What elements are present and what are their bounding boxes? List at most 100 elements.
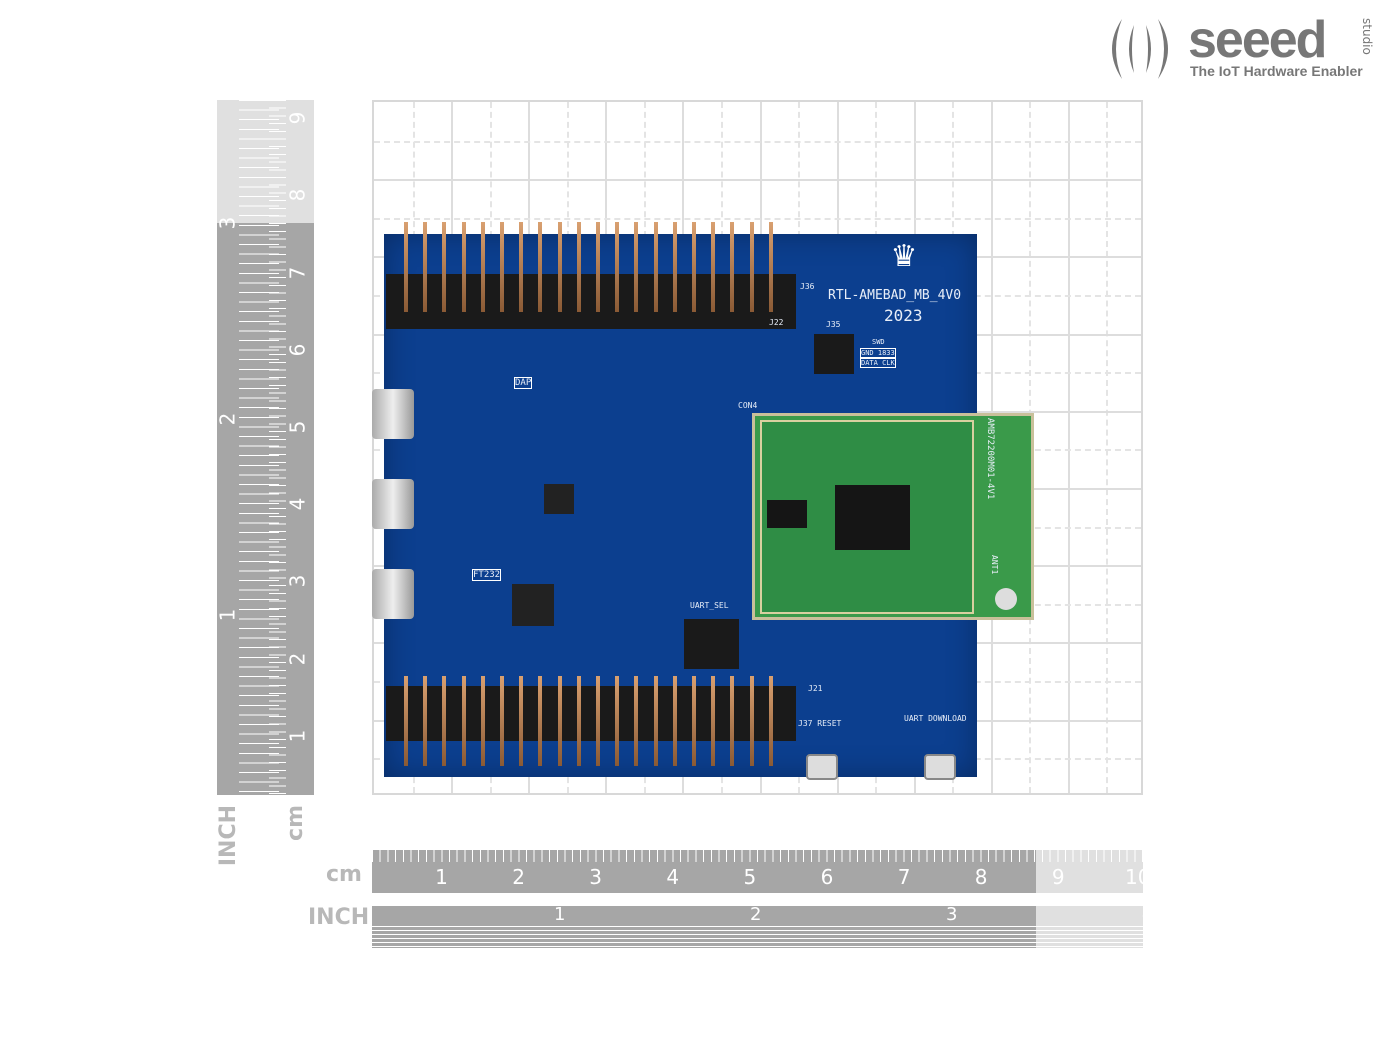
header-pin [404, 676, 408, 766]
ruler-inch-label: 1 [554, 904, 566, 925]
header-pin [615, 222, 620, 312]
swd-pins-label: GND 1833 [860, 348, 896, 358]
ft232-label: FT232 [472, 569, 502, 581]
header-pin [615, 676, 620, 766]
ruler-inch-label: 4 [1142, 904, 1154, 925]
ruler-inch-label: 1 [215, 608, 240, 622]
header-pin [672, 676, 677, 766]
usb-port [372, 569, 414, 619]
swd-pins-label: DATA CLK [860, 358, 896, 368]
header-pin [423, 222, 428, 312]
horizontal-cm-ruler: 1 2 3 4 5 6 7 8 9 10 [372, 850, 1150, 893]
header-pin [442, 676, 447, 766]
vertical-cm-unit: cm [283, 805, 308, 841]
header-pin [749, 676, 754, 766]
vertical-inch-unit: INCH [216, 805, 241, 867]
header-pin [653, 222, 658, 312]
uart-sel-label: UART_SEL [690, 601, 729, 610]
header-pin [634, 676, 639, 766]
ruler-cm-label: 6 [285, 343, 310, 357]
j21-label: J21 [808, 684, 823, 693]
header-pin [692, 676, 696, 766]
horizontal-cm-unit: cm [326, 862, 362, 887]
header-pin [576, 222, 581, 312]
ruler-inch-label: 2 [215, 412, 240, 426]
ruler-cm-label: 2 [285, 652, 310, 665]
header-pin [500, 676, 504, 766]
j36-label: J36 [800, 282, 815, 291]
ruler-cm-label: 9 [285, 111, 310, 125]
header-pin [461, 676, 466, 766]
dap-label: DAP [514, 377, 533, 389]
j22-label: J22 [769, 318, 784, 327]
reset-label: J37 RESET [798, 719, 842, 728]
header-pin [442, 222, 447, 312]
header-pin [692, 222, 696, 312]
ruler-cm-label: 6 [820, 865, 834, 889]
seeed-logo-icon [1112, 19, 1168, 79]
ic-chip [544, 484, 574, 514]
ruler-cm-label: 1 [435, 865, 448, 889]
ruler-cm-label: 7 [285, 266, 310, 279]
logo-brand: seeed [1188, 11, 1327, 69]
header-pin [768, 676, 773, 766]
ic-chip [512, 584, 554, 626]
ruler-inch-label: 3 [215, 216, 240, 230]
ruler-cm-label: 8 [285, 189, 310, 202]
uart-download-label: UART DOWNLOAD [904, 714, 967, 723]
swd-header [814, 334, 854, 374]
download-button[interactable] [924, 754, 956, 780]
header-pin [576, 676, 581, 766]
ruler-cm-label: 3 [285, 575, 310, 588]
ruler-cm-label: 2 [512, 865, 525, 889]
board-year: 2023 [884, 306, 923, 325]
header-pin [596, 676, 600, 766]
header-pin [538, 676, 543, 766]
ruler-cm-label: 1 [285, 729, 310, 743]
ruler-cm-label: 5 [743, 865, 757, 889]
header-pin [480, 222, 485, 312]
header-pin [634, 222, 639, 312]
uart-sel-jumper [684, 619, 739, 669]
header-pin [519, 222, 524, 312]
j35-label: J35 [826, 320, 841, 329]
ruler-cm-label: 9 [1051, 865, 1065, 889]
ruler-cm-label: 7 [897, 865, 911, 889]
logo-tagline: The IoT Hardware Enabler [1190, 63, 1363, 79]
logo-sub: studio [1360, 18, 1374, 55]
header-pin [480, 676, 485, 766]
realtek-logo-icon: ♛ [890, 239, 918, 274]
ruler-cm-label: 8 [974, 865, 988, 889]
flash-chip [767, 500, 807, 528]
header-pin [538, 222, 543, 312]
header-pin [461, 222, 466, 312]
module-label: AMB72200M01-4V1 [985, 418, 995, 500]
header-pin [730, 676, 735, 766]
header-pin [711, 222, 716, 312]
header-pin [423, 676, 428, 766]
header-pin [404, 222, 408, 312]
header-pin [672, 222, 677, 312]
usb-port [372, 389, 414, 439]
header-pin [730, 222, 735, 312]
board-name: RTL-AMEBAD_MB_4V0 [828, 288, 962, 303]
con4-label: CON4 [738, 401, 758, 410]
ruler-cm-label: 10 [1125, 865, 1151, 889]
swd-label: SWD [872, 338, 885, 346]
reset-button[interactable] [806, 754, 838, 780]
bottom-pin-header [386, 686, 796, 741]
header-pin [711, 676, 716, 766]
antenna-connector [995, 588, 1017, 610]
header-pin [596, 222, 600, 312]
header-pin [500, 222, 504, 312]
usb-port [372, 479, 414, 529]
header-pin [557, 222, 562, 312]
ruler-cm-label: 3 [589, 865, 603, 889]
header-pin [768, 222, 773, 312]
pcb-board: ♛ RTL-AMEBAD_MB_4V0 2023 SWD GND 1833 DA… [372, 222, 977, 780]
ruler-cm-label: 4 [666, 865, 680, 889]
header-pin [519, 676, 524, 766]
horizontal-inch-unit: INCH [308, 905, 370, 930]
